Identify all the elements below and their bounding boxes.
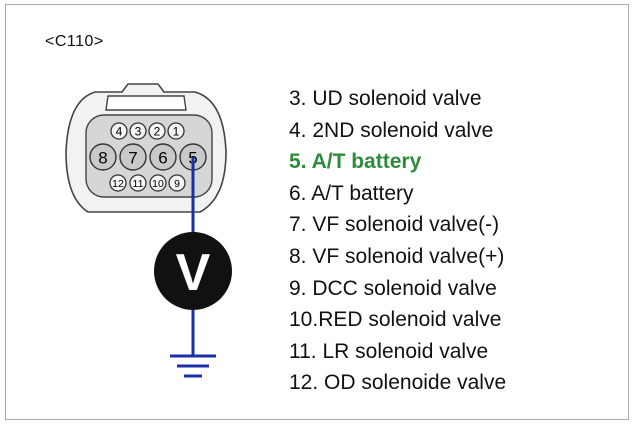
voltmeter-label: V [176, 244, 211, 302]
connector-id-label: <C110> [45, 33, 104, 50]
pin-12 [109, 174, 127, 192]
pin-description: 6. A/T battery [289, 181, 414, 205]
pin-description: 10.RED solenoid valve [289, 308, 502, 332]
pin-label: 10 [152, 178, 164, 190]
pin-label: 8 [98, 149, 107, 168]
pin-description: 8. VF solenoid valve(+) [289, 244, 505, 268]
voltmeter-symbol [154, 232, 232, 310]
pin-label: 2 [154, 125, 161, 139]
pin-description: 4. 2ND solenoid valve [289, 118, 494, 142]
pin-label: 7 [128, 149, 137, 168]
pin-description: 7. VF solenoid valve(-) [289, 213, 500, 237]
pin-6 [149, 143, 177, 171]
pin-label: 11 [133, 178, 144, 190]
pin-description: 11. LR solenoid valve [289, 339, 489, 363]
pin-label: 6 [158, 149, 167, 168]
pin-2 [148, 122, 166, 140]
pin-row-top: 4 3 2 1 [110, 122, 185, 140]
pin-description: 12. OD solenoide valve [289, 371, 507, 395]
pin-label: 3 [135, 125, 142, 139]
pin-11 [129, 174, 147, 192]
ground-icon [170, 354, 216, 378]
pin-1 [167, 122, 185, 140]
pin-label: 9 [174, 178, 180, 190]
pin-label: 1 [173, 125, 180, 139]
connector-latch [105, 95, 187, 111]
pin-3 [129, 122, 147, 140]
pin-description-list: 3. UD solenoid valve 4. 2ND solenoid val… [289, 83, 506, 399]
pin-8 [89, 143, 117, 171]
pin-row-bottom: 12 11 10 9 [109, 174, 186, 192]
pin-label: 4 [116, 125, 123, 139]
pin-7 [119, 143, 147, 171]
pin-description: 3. UD solenoid valve [289, 87, 482, 110]
pin-4 [110, 122, 128, 140]
pin-label: 12 [112, 178, 124, 190]
pin-10 [149, 174, 167, 192]
pin-9 [168, 174, 186, 192]
pin-description: 5. A/T battery [289, 150, 422, 174]
pin-description: 9. DCC solenoid valve [289, 276, 497, 300]
